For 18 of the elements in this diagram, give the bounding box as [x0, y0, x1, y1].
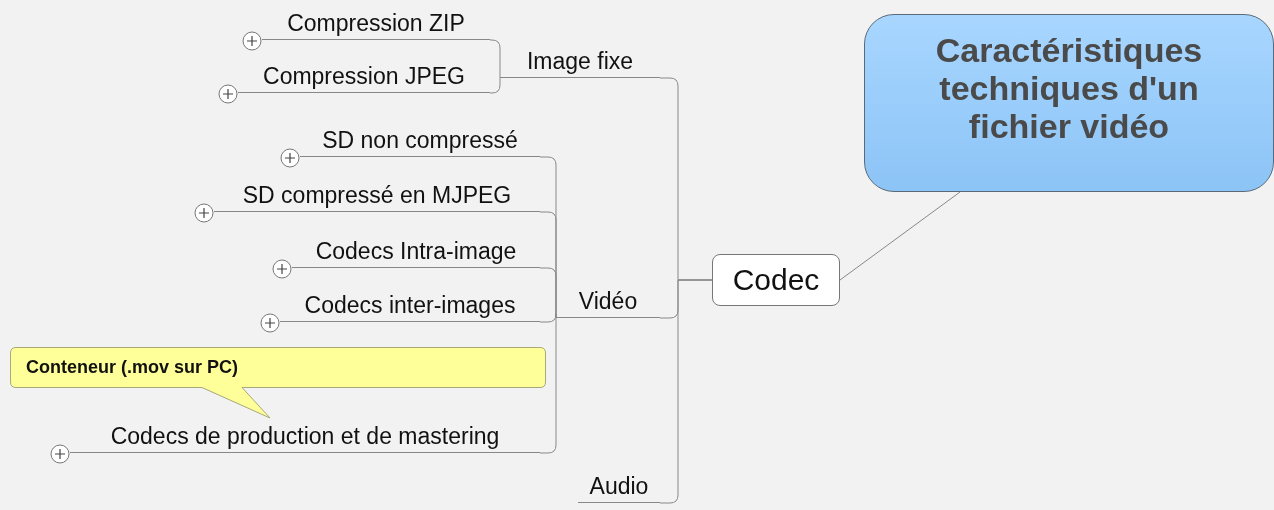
connector-line [839, 191, 961, 281]
connector-line [489, 77, 501, 94]
connector-line [539, 313, 557, 323]
topic-label: Image fixe [500, 44, 660, 78]
connector-line [539, 317, 557, 454]
topic-label: Codecs inter-images [280, 288, 540, 322]
topic-label: Compression JPEG [238, 59, 490, 93]
connector-line [659, 279, 713, 504]
topic-label: Codecs Intra-image [292, 234, 540, 268]
topic-label: Vidéo [556, 284, 660, 318]
topic-label: Audio [578, 469, 660, 503]
topic-label: SD compressé en MJPEG [214, 178, 540, 212]
callout-balloon: Conteneur (.mov sur PC) [10, 347, 546, 420]
topic-label: SD non compressé [300, 123, 540, 157]
topic-label: Compression ZIP [262, 6, 490, 40]
topic-label: Codecs de production et de mastering [70, 419, 540, 453]
central-topic: Caractéristiques techniques d'un fichier vidéo [864, 14, 1274, 192]
topic-box: Codec [712, 254, 840, 306]
